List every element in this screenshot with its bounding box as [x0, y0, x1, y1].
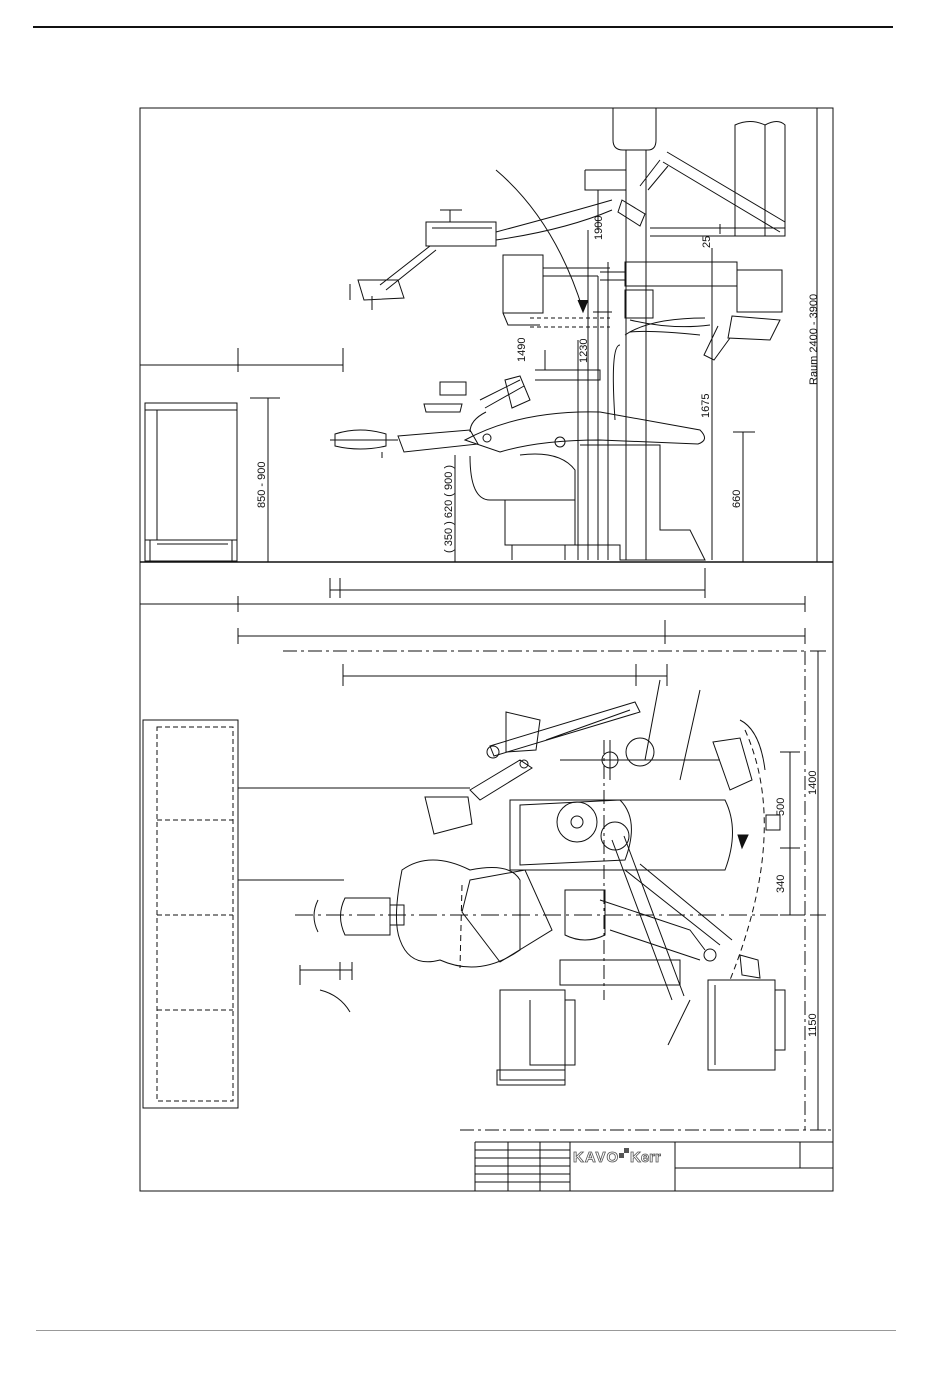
dim-25: 25 — [701, 236, 713, 248]
drawing-frame — [140, 108, 833, 1191]
xray-unit-plan — [645, 680, 780, 980]
instrument-delivery-plan — [425, 702, 640, 962]
dim-1150: 1150 — [807, 1013, 819, 1037]
logo-kavo: KAVO — [573, 1149, 619, 1166]
cabinet-side — [145, 403, 237, 561]
logo-kerr: Kerr — [630, 1149, 661, 1166]
dim-1900: 1900 — [593, 216, 605, 240]
dim-660: 660 — [731, 490, 743, 508]
dim-850-900: 850 - 900 — [256, 462, 268, 508]
dim-room: Raum 2400 - 3900 — [808, 294, 820, 385]
operating-light-arm — [350, 200, 612, 310]
mobile-cart-plan — [497, 955, 785, 1085]
monitor-side — [503, 255, 610, 327]
cabinet-plan — [143, 720, 238, 1108]
side-view — [140, 108, 828, 562]
dim-1230: 1230 — [578, 339, 590, 363]
dim-340: 340 — [775, 875, 787, 893]
plan-dimension-lines — [140, 568, 833, 1130]
swing-arc — [496, 170, 583, 310]
dim-350-620-900: ( 350 ) 620 ( 900 ) — [443, 465, 455, 553]
kavo-kerr-logo: KAVO Kerr — [573, 1148, 661, 1166]
dim-1400: 1400 — [807, 771, 819, 795]
dental-chair-plan — [510, 738, 733, 1000]
dim-500: 500 — [775, 798, 787, 816]
dim-1675: 1675 — [700, 394, 712, 418]
plan-view — [143, 680, 785, 1108]
dim-1490: 1490 — [516, 338, 528, 362]
